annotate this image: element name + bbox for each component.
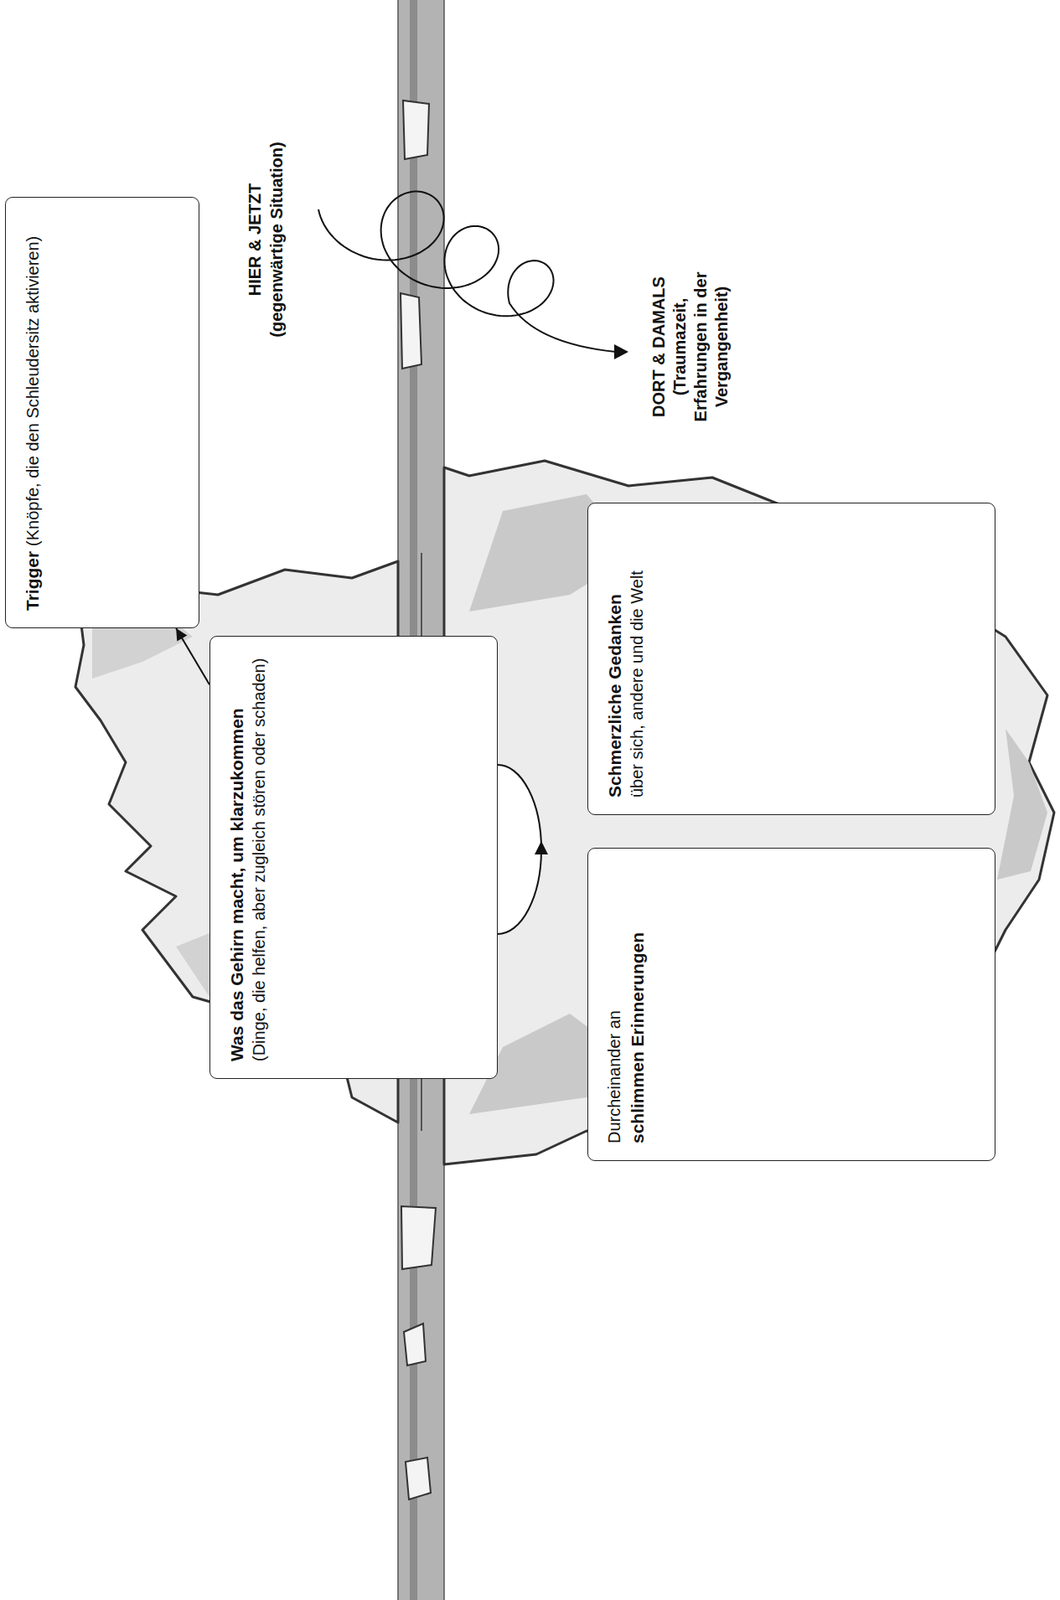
ice-floe (405, 1458, 431, 1500)
free-label: DORT & DAMALS (648, 258, 670, 435)
spiral-arrowhead (614, 344, 629, 360)
box-text: über sich, andere und die Welt (625, 520, 649, 798)
box-heading: schlimmen Erinnerungen (625, 865, 649, 1144)
text-box: Durcheinander anschlimmen Erinnerungen (587, 848, 996, 1162)
box-text: (Knöpfe, die den Schleudersitz aktiviere… (23, 236, 42, 547)
spiral-line (318, 191, 616, 352)
free-label: (gegenwärtige Situation) (266, 105, 288, 374)
connector-arrow (175, 628, 210, 685)
arrowhead (175, 628, 187, 642)
ice-floe (403, 100, 430, 160)
box-heading: Trigger (22, 551, 42, 611)
ice-floe (403, 1323, 426, 1366)
text-box: Trigger (Knöpfe, die den Schleudersitz ak… (5, 196, 200, 629)
box-heading: Was das Gehirn macht, um klarzukommen (225, 653, 249, 1062)
ice-floe (400, 293, 422, 369)
iceberg-under-water (444, 460, 1055, 1165)
ice-shade (997, 729, 1048, 880)
free-label: HIER & JETZT (244, 105, 266, 374)
text-box: Was das Gehirn macht, um klarzukommen(Di… (209, 636, 498, 1080)
box-text: (Dinge, die helfen, aber zugleich stören… (248, 653, 271, 1062)
ice-floe (401, 1206, 436, 1270)
box-text: Durcheinander an (603, 865, 626, 1144)
box-heading: Schmerzliche Gedanken (603, 520, 626, 798)
free-label: (Traumazeit, Erfahrungen in der Vergange… (669, 258, 733, 435)
text-box: Schmerzliche Gedankenüber sich, andere u… (587, 502, 996, 816)
cycle-arrowhead (534, 841, 549, 855)
